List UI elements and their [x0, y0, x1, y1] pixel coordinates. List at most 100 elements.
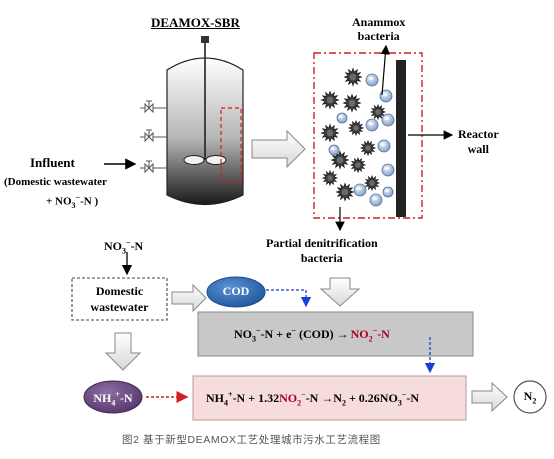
cod-label: COD — [222, 284, 250, 298]
equation1: NO3−-N + e− (COD) →NO2−-N — [234, 326, 390, 343]
anammox-bacterium-icon — [381, 163, 395, 177]
no3-sub: 3 — [122, 246, 126, 256]
influent-no3-sup: − — [75, 193, 81, 202]
eq2-f-sub: 3 — [397, 398, 402, 408]
hollow-arrow-zoom — [251, 129, 306, 169]
equation2-box — [192, 375, 467, 421]
anammox-bacterium-icon — [381, 113, 395, 127]
denitrifying-bacterium-icon — [359, 139, 377, 157]
denitrifying-bacterium-icon — [369, 103, 387, 121]
influent-detail2: + NO3−-N ) — [46, 193, 98, 210]
hollow-arrow-domestic-nh4 — [104, 332, 142, 371]
eq1-b-sup: − — [291, 326, 296, 335]
reactor-wall-line1: Reactor — [458, 127, 499, 141]
anammox-label: Anammox bacteria — [352, 15, 405, 43]
equation1-box — [197, 311, 474, 357]
eq2-b: -N + 1.32 — [232, 391, 280, 405]
hollow-arrow-bacteria-eq — [319, 277, 361, 307]
eq2-c: NO — [279, 391, 298, 405]
eq1-a-sup: − — [256, 326, 261, 335]
nh4-b: -N — [119, 391, 133, 405]
no3-label: NO3−-N — [104, 238, 143, 255]
eq2-g: -N — [406, 391, 420, 405]
partial-denit-label: Partial denitrification bacteria — [266, 236, 378, 266]
eq2-e-sub: 2 — [341, 398, 346, 408]
eq1-e: -N — [377, 327, 390, 341]
anammox-bacterium-icon — [382, 186, 394, 198]
eq2-a-sub: 4 — [224, 398, 228, 408]
denitrifying-bacterium-icon — [347, 119, 365, 137]
n2-label: N2 — [514, 389, 546, 405]
eq1-a: NO — [234, 327, 252, 341]
eq2-a-sup: + — [228, 390, 233, 399]
partial-denit-line1: Partial denitrification — [266, 236, 378, 250]
anammox-bacterium-icon — [336, 112, 348, 124]
anammox-bacterium-icon — [377, 139, 391, 153]
denitrifying-bacterium-icon — [335, 182, 355, 202]
eq1-d-sub: 2 — [368, 334, 373, 344]
anammox-bacterium-icon — [328, 144, 340, 156]
denitrifying-bacterium-icon — [363, 174, 381, 192]
domestic-line1: Domestic — [95, 284, 144, 298]
n2-a: N — [523, 389, 533, 403]
influent-no3-sub: 3 — [71, 200, 76, 210]
reactor-wall-line2: wall — [467, 142, 489, 156]
no3-prefix: NO — [104, 239, 122, 253]
anammox-line1: Anammox — [352, 15, 406, 29]
no3-suffix: -N — [130, 239, 144, 253]
eq1-d-sup: − — [372, 326, 378, 335]
eq2-a: NH — [206, 391, 224, 405]
anammox-bacterium-icon — [369, 193, 383, 207]
influent-label: Influent — [30, 155, 75, 170]
eq1-b: -N + e — [260, 327, 292, 341]
no3-sup: − — [126, 238, 131, 247]
anammox-bacterium-icon — [365, 118, 379, 132]
denitrifying-bacterium-icon — [330, 150, 350, 170]
influent-no3-suffix: -N ) — [80, 195, 99, 208]
domestic-label: Domestic wastewater — [72, 283, 167, 315]
eq1-c: (COD) — [295, 327, 337, 341]
nh4-label: NH4+-N — [85, 390, 141, 407]
denitrifying-bacterium-icon — [320, 123, 340, 143]
influent-detail: (Domestic wastewater — [4, 176, 107, 188]
eq2-f-sup: − — [401, 390, 407, 399]
reactor-wall-bar — [396, 60, 406, 217]
anammox-pointer — [380, 44, 391, 96]
domestic-box — [71, 277, 168, 321]
diagram-title: DEAMOX-SBR — [151, 15, 240, 30]
equation2: NH4+-N + 1.32NO2−-N →N2 + 0.26NO3−-N — [206, 390, 419, 407]
anammox-bacterium-icon — [379, 89, 393, 103]
eq2-d: -N — [305, 391, 322, 405]
figure-caption: 图2 基于新型DEAMOX工艺处理城市污水工艺流程图 — [122, 434, 381, 446]
reactor-wall-label: Reactor wall — [458, 127, 499, 157]
domestic-line2: wastewater — [90, 300, 149, 314]
eq2-c-sup: − — [301, 390, 306, 399]
reactor-tank — [166, 36, 244, 206]
n2-sub: 2 — [532, 396, 537, 406]
valves — [140, 100, 167, 174]
anammox-line2: bacteria — [357, 29, 400, 43]
nh4-a-sup: + — [115, 390, 120, 399]
eq1-arrow-icon: → — [336, 327, 349, 341]
denitrifying-bacterium-icon — [342, 93, 362, 113]
n2-circle — [513, 380, 547, 414]
hollow-arrow-domestic-cod — [171, 283, 207, 313]
eq1-d: NO — [350, 327, 369, 341]
eq2-f: + 0.26NO — [345, 391, 398, 405]
cod-dashed-arrow — [266, 289, 312, 308]
cod-ellipse — [206, 276, 266, 308]
anammox-bacterium-icon — [353, 183, 367, 197]
anammox-bacterium-icon — [365, 73, 379, 87]
denitrifying-bacterium-icon — [320, 90, 340, 110]
partial-denit-line2: bacteria — [300, 251, 343, 265]
eq2-arrow-icon: → — [321, 391, 334, 405]
eq2-e: N — [333, 391, 342, 405]
nh4-a: NH — [93, 391, 112, 405]
denitrifying-bacterium-icon — [343, 67, 363, 87]
denitrifying-bacterium-icon — [321, 169, 339, 187]
nh4-ellipse — [83, 380, 143, 414]
bacteria-cluster — [320, 67, 395, 207]
eq1-a-sub: 3 — [252, 334, 256, 344]
nh4-a-sub: 4 — [111, 398, 116, 408]
